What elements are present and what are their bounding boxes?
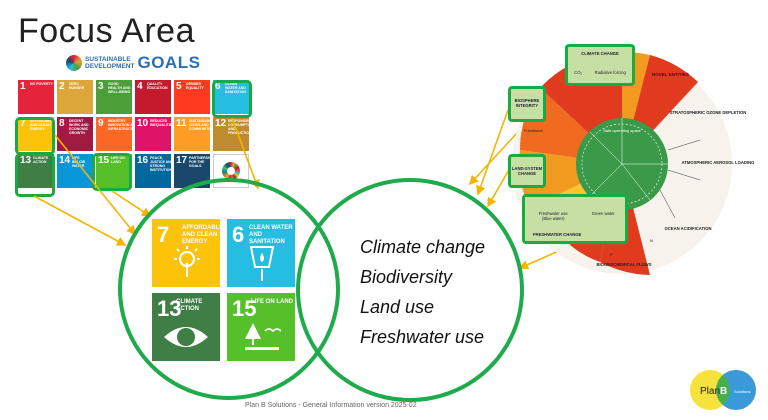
sun-plug-icon xyxy=(174,246,200,277)
label-biogeo: BIOGEOCHEMICAL FLOWS xyxy=(596,262,651,267)
sdg-tile-number: 7 xyxy=(20,118,26,129)
sdg-wheel-icon xyxy=(222,162,240,180)
big-tile-15: 15 LIFE ON LAND xyxy=(227,293,295,361)
highlight-sdg-6 xyxy=(212,80,252,118)
plan-b-logo: Plan B Solutions xyxy=(690,370,756,410)
sdg-tile-label: Climate action xyxy=(33,156,49,164)
page-title: Focus Area xyxy=(18,12,195,50)
sdg-tile-number: 15 xyxy=(98,155,110,166)
sdg-tile-label: Quality education xyxy=(147,82,168,90)
arrow-sdg7 xyxy=(54,134,137,236)
focus-item-climate-change: Climate change xyxy=(360,237,486,257)
logo-plan: Plan xyxy=(700,386,720,397)
sdg-tile-label: Sustainable cities and communities xyxy=(189,119,210,131)
sdg-logo-line1: SUSTAINABLE xyxy=(85,56,131,63)
focus-list: Climate change Biodiversity Land use Fre… xyxy=(360,232,485,352)
sdg-tile-label: Affordable and clean energy xyxy=(30,119,54,131)
big-tile-6: 6 CLEAN WATER AND SANITATION xyxy=(227,219,295,287)
sdg-tile-number: 2 xyxy=(59,81,65,92)
sdg-tile-number: 17 xyxy=(176,155,188,166)
sdg-logo-line2: DEVELOPMENT xyxy=(85,63,135,70)
sdg-tile-number: 16 xyxy=(137,155,149,166)
sdg-tile-label: Gender equality xyxy=(186,82,204,90)
sdg-tile-label: Responsible consumption and production xyxy=(228,119,249,135)
sdg-tile-label: No poverty xyxy=(30,82,53,86)
sdg-tile-label: Partnerships for the goals xyxy=(189,156,210,168)
logo-solutions: Solutions xyxy=(734,389,750,394)
label-ozone: STRATOSPHERIC OZONE DEPLETION xyxy=(670,110,747,115)
sdg-tile-number: 4 xyxy=(137,81,143,92)
sdg-tile-1: 1 No poverty xyxy=(18,80,54,114)
box-freshwater: Freshwater use (Blue water) Green water … xyxy=(522,194,628,244)
focus-item-biodiversity: Biodiversity xyxy=(360,267,453,287)
sdg-tile-number: 12 xyxy=(215,118,227,129)
sdg-tile-label: Zero hunger xyxy=(69,82,85,90)
highlight-sdg-15 xyxy=(92,153,132,191)
footer-text: Plan B Solutions - General Information v… xyxy=(245,402,417,409)
sdg-tile-number: 3 xyxy=(98,81,104,92)
water-drop-icon xyxy=(249,246,275,281)
label-aerosol: ATMOSPHERIC AEROSOL LOADING xyxy=(682,160,755,165)
sdg-tile-label: Decent work and economic growth xyxy=(69,119,89,135)
globe-icon xyxy=(66,55,82,71)
sdg-tile-label: Life below water xyxy=(72,156,86,168)
sdg-tile-number: 5 xyxy=(176,81,182,92)
sdg-tile-7: 7 Affordable and clean energy xyxy=(18,117,54,151)
sdg-tile-4: 4 Quality education xyxy=(135,80,171,114)
arrow-biosphere xyxy=(476,109,509,196)
logo-b: B xyxy=(720,386,727,397)
sdg-tile-number: 6 xyxy=(215,81,221,92)
arrow-sdg6 xyxy=(231,117,260,190)
sdg-tile-9: 9 Industry, innovation and infrastructure xyxy=(96,117,132,151)
sdg-tile-number: 14 xyxy=(59,155,71,166)
sdg-tile-12: 12Responsible consumption and production xyxy=(213,117,249,151)
sdg-tile-5: 5 Gender equality xyxy=(174,80,210,114)
label-n: N xyxy=(650,238,653,243)
sdg-tile-3: 3 Good health and well-being xyxy=(96,80,132,114)
sdg-tile-label: Reduced inequalities xyxy=(150,119,171,127)
label-novel: NOVEL ENTITIES xyxy=(652,72,689,77)
sdg-tile-label: Industry, innovation and infrastructure xyxy=(108,119,132,131)
sdg-tile-15: 15Life on land xyxy=(96,154,132,188)
sdg-tile-label: Good health and well-being xyxy=(108,82,131,94)
eye-globe-icon xyxy=(164,327,208,347)
sdg-tile-2: 2 Zero hunger xyxy=(57,80,93,114)
sdg-tile-17: 17Partnerships for the goals xyxy=(174,154,210,188)
sdg-tile-number: 10 xyxy=(137,118,149,129)
sdg-tile-label: Clean water and sanitation xyxy=(225,82,246,94)
safe-space-label: Safe operating space xyxy=(603,128,642,133)
sdg-tile-label: Life on land xyxy=(111,156,125,164)
sdg-tile-6: 6 Clean water and sanitation xyxy=(213,80,249,114)
box-land-system: LAND-SYSTEM CHANGE xyxy=(508,154,546,188)
sdg-tile-number: 1 xyxy=(20,81,26,92)
focus-item-freshwater-use: Freshwater use xyxy=(360,327,485,347)
sdg-tile-label: Peace, justice and strong institutions xyxy=(150,156,171,172)
highlight-sdg-13 xyxy=(15,153,55,197)
sdg-tile-number: 11 xyxy=(176,118,187,129)
sdg-tile-13: 13Climate action xyxy=(18,154,54,188)
label-p: P xyxy=(610,252,613,257)
sdg-tile-number: 8 xyxy=(59,118,65,129)
venn-circle-right xyxy=(296,178,524,402)
sdg-tile-number: 9 xyxy=(98,118,104,129)
big-tile-13: 13 CLIMATE ACTION xyxy=(152,293,220,361)
sdg-logo-word: GOALS xyxy=(137,53,201,72)
arrow-sdg15 xyxy=(111,190,152,217)
box-biosphere: BIOSPHERE INTEGRITY xyxy=(508,86,546,122)
big-tile-7: 7 AFFORDABLE AND CLEAN ENERGY xyxy=(152,219,223,287)
sdg-tile-10: 10Reduced inequalities xyxy=(135,117,171,151)
sdg-tile-number: 13 xyxy=(20,155,32,166)
arrow-land xyxy=(487,167,511,208)
tree-bird-icon xyxy=(245,323,281,350)
sdg-tile-16: 16Peace, justice and strong institutions xyxy=(135,154,171,188)
label-ocean: OCEAN ACIDIFICATION xyxy=(665,226,712,231)
focus-item-land-use: Land use xyxy=(360,297,435,317)
sdg-tile-11: 11Sustainable cities and communities xyxy=(174,117,210,151)
arrow-sdg13 xyxy=(33,195,127,246)
label-functional: Functional xyxy=(524,128,543,133)
box-climate-change: CLIMATE CHANGE CO₂ Radiative forcing xyxy=(565,44,635,86)
